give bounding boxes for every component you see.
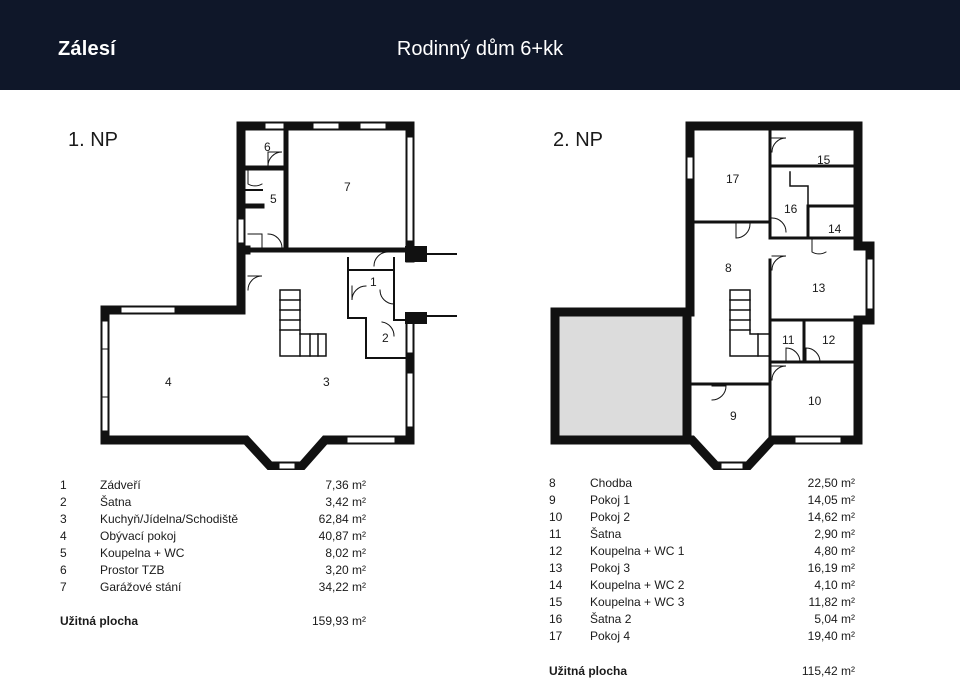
room-label-11: 11 xyxy=(782,333,795,347)
room-name: Šatna xyxy=(590,527,622,541)
header-bar: Zálesí Rodinný dům 6+kk xyxy=(0,0,960,90)
room-label-13: 13 xyxy=(812,281,826,295)
room-name: Pokoj 4 xyxy=(590,629,631,643)
floor2-plan xyxy=(550,121,875,470)
room-label-6: 6 xyxy=(264,140,271,154)
room-number: 10 xyxy=(549,510,563,524)
room-number: 14 xyxy=(549,578,563,592)
room-name: Koupelna + WC 1 xyxy=(590,544,685,558)
room-name: Šatna 2 xyxy=(590,612,632,626)
room-label-8: 8 xyxy=(725,261,732,275)
room-area: 34,22 m² xyxy=(318,580,366,594)
room-area: 11,82 m² xyxy=(808,595,855,609)
room-name: Koupelna + WC 3 xyxy=(590,595,685,609)
floor1-legend: 1 Zádveří 7,36 m² 2 Šatna 3,42 m² 3 Kuch… xyxy=(60,478,370,638)
room-number: 12 xyxy=(549,544,563,558)
room-number: 17 xyxy=(549,629,563,643)
room-label-3: 3 xyxy=(323,375,330,389)
room-label-2: 2 xyxy=(382,331,389,345)
room-name: Garážové stání xyxy=(100,580,182,594)
room-number: 5 xyxy=(60,546,67,560)
room-name: Pokoj 2 xyxy=(590,510,631,524)
room-area: 62,84 m² xyxy=(318,512,366,526)
room-area: 7,36 m² xyxy=(325,478,366,492)
room-area: 5,04 m² xyxy=(814,612,855,626)
room-number: 9 xyxy=(549,493,556,507)
room-name: Pokoj 3 xyxy=(590,561,631,575)
room-label-10: 10 xyxy=(808,394,822,408)
room-number: 16 xyxy=(549,612,563,626)
room-name: Zádveří xyxy=(100,478,141,492)
room-area: 19,40 m² xyxy=(807,629,855,643)
room-name: Šatna xyxy=(100,495,132,509)
room-number: 4 xyxy=(60,529,67,543)
room-label-5: 5 xyxy=(270,192,277,206)
room-label-7: 7 xyxy=(344,180,351,194)
room-name: Koupelna + WC xyxy=(100,546,185,560)
room-area: 3,42 m² xyxy=(325,495,366,509)
room-label-4: 4 xyxy=(165,375,172,389)
room-area: 4,80 m² xyxy=(814,544,855,558)
room-label-9: 9 xyxy=(730,409,737,423)
floor1-plan xyxy=(100,121,457,470)
room-label-12: 12 xyxy=(822,333,836,347)
room-name: Kuchyň/Jídelna/Schodiště xyxy=(100,512,239,526)
room-area: 22,50 m² xyxy=(807,476,855,490)
floor1-label: 1. NP xyxy=(68,129,119,151)
room-name: Koupelna + WC 2 xyxy=(590,578,685,592)
room-number: 11 xyxy=(549,527,562,541)
floor2-legend: 8 Chodba 22,50 m² 9 Pokoj 1 14,05 m² 10 … xyxy=(549,476,859,686)
room-name: Obývací pokoj xyxy=(100,529,177,543)
total-label: Užitná plocha xyxy=(60,614,139,628)
room-area: 3,20 m² xyxy=(325,563,366,577)
room-area: 40,87 m² xyxy=(318,529,366,543)
room-name: Chodba xyxy=(590,476,633,490)
room-name: Prostor TZB xyxy=(100,563,165,577)
room-number: 13 xyxy=(549,561,563,575)
room-number: 6 xyxy=(60,563,67,577)
total-area: 115,42 m² xyxy=(801,664,855,678)
total-label: Užitná plocha xyxy=(549,664,628,678)
room-label-17: 17 xyxy=(726,172,740,186)
room-area: 2,90 m² xyxy=(814,527,855,541)
room-name: Pokoj 1 xyxy=(590,493,631,507)
room-area: 14,62 m² xyxy=(807,510,855,524)
room-label-1: 1 xyxy=(370,275,377,289)
floor-plans: 1 2 3 4 5 6 7 xyxy=(100,121,875,470)
page-title: Rodinný dům 6+kk xyxy=(396,38,564,60)
room-label-14: 14 xyxy=(828,222,842,236)
total-area: 159,93 m² xyxy=(311,614,366,628)
room-number: 15 xyxy=(549,595,563,609)
room-area: 4,10 m² xyxy=(814,578,855,592)
room-number: 3 xyxy=(60,512,67,526)
room-area: 8,02 m² xyxy=(325,546,366,560)
room-area: 14,05 m² xyxy=(807,493,855,507)
room-area: 16,19 m² xyxy=(807,561,855,575)
room-label-16: 16 xyxy=(784,202,798,216)
brand-logo: Zálesí xyxy=(58,38,116,60)
room-number: 1 xyxy=(60,478,67,492)
room-number: 7 xyxy=(60,580,67,594)
floor2-label: 2. NP xyxy=(553,129,604,151)
room-number: 8 xyxy=(549,476,556,490)
room-number: 2 xyxy=(60,495,67,509)
room-label-15: 15 xyxy=(817,153,831,167)
